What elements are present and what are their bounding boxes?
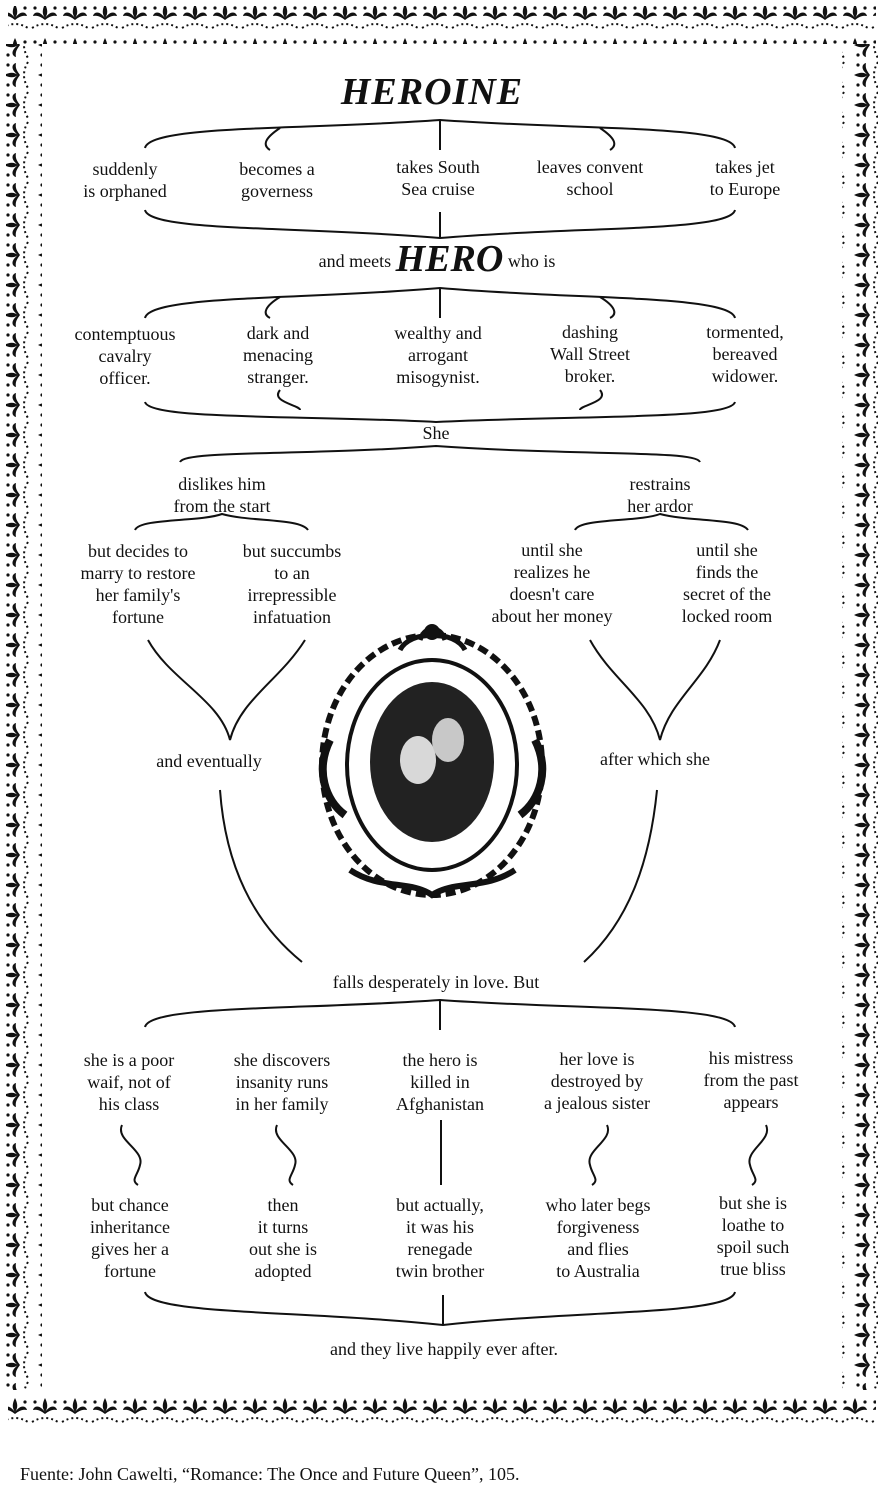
obstacle: her love is destroyed by a jealous siste… xyxy=(544,1049,650,1113)
cameo-illustration xyxy=(318,624,547,899)
who-is-text: who is xyxy=(507,251,556,271)
reaction-dislikes: dislikes him from the start xyxy=(173,474,271,516)
hero-option: tormented, bereaved widower. xyxy=(706,322,784,386)
obstacle: she discovers insanity runs in her famil… xyxy=(233,1050,331,1114)
resolution: but she is loathe to spoil such true bli… xyxy=(716,1193,790,1279)
heroine-option: takes jet to Europe xyxy=(709,157,781,199)
meets-text: and meets xyxy=(318,251,392,271)
she-label: She xyxy=(422,423,450,443)
reaction-outcome: but decides to marry to restore her fami… xyxy=(80,541,196,627)
obstacle: the hero is killed in Afghanistan xyxy=(396,1050,484,1114)
meets-hero-line: and meets HERO who is xyxy=(318,240,556,278)
reaction-outcome: but succumbs to an irrepressible infatua… xyxy=(242,541,342,627)
ending-line: and they live happily ever after. xyxy=(330,1339,558,1359)
and-eventually-label: and eventually xyxy=(156,751,262,771)
resolution: then it turns out she is adopted xyxy=(248,1195,318,1281)
ornamental-border xyxy=(6,6,878,1428)
hero-option: wealthy and arrogant misogynist. xyxy=(394,323,482,387)
hero-option: dark and menacing stranger. xyxy=(243,323,313,387)
obstacle: his mistress from the past appears xyxy=(703,1048,799,1112)
heroine-option: becomes a governess xyxy=(239,159,315,201)
hero-option: contemptuous cavalry officer. xyxy=(74,324,176,388)
after-which-label: after which she xyxy=(600,749,710,769)
source-caption: Fuente: John Cawelti, “Romance: The Once… xyxy=(20,1464,520,1484)
falls-in-love-line: falls desperately in love. But xyxy=(332,972,540,992)
connector-lines xyxy=(119,118,769,1327)
obstacle: she is a poor waif, not of his class xyxy=(83,1050,175,1114)
resolution: but chance inheritance gives her a fortu… xyxy=(90,1195,170,1281)
hero-title: HERO xyxy=(395,238,504,280)
reaction-outcome: until she finds the secret of the locked… xyxy=(681,540,773,626)
heroine-title: HEROINE xyxy=(340,71,524,113)
reaction-outcome: until she realizes he doesn't care about… xyxy=(491,540,613,626)
reaction-restrains: restrains her ardor xyxy=(627,474,693,516)
heroine-option: leaves convent school xyxy=(536,157,644,199)
hero-option: dashing Wall Street broker. xyxy=(549,322,631,386)
heroine-option: takes South Sea cruise xyxy=(396,157,480,199)
resolution: who later begs forgiveness and flies to … xyxy=(545,1195,651,1281)
resolution: but actually, it was his renegade twin b… xyxy=(395,1195,485,1281)
heroine-option: suddenly is orphaned xyxy=(83,159,167,201)
